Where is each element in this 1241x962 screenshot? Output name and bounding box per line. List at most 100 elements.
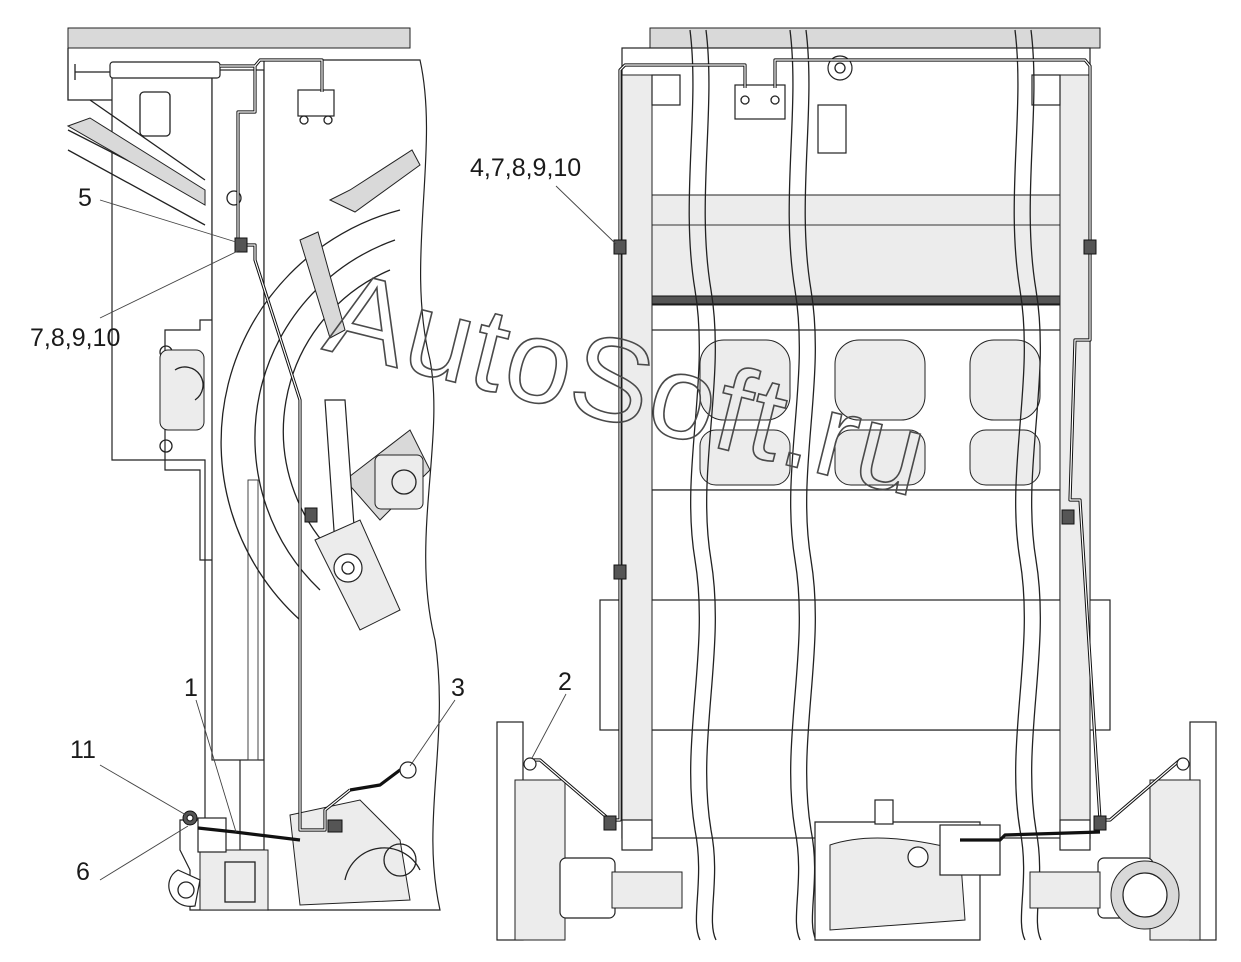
right-post-left [621, 74, 653, 836]
left-lower-bolt [383, 843, 417, 877]
callout-4-7-8-9-10: 4,7,8,9,10 [470, 154, 581, 182]
left-top-rod [74, 64, 110, 80]
right-valve-port-1 [740, 95, 750, 105]
left-mount-lug-bore [177, 881, 195, 899]
right-fitting-2 [523, 757, 537, 771]
leader-11 [99, 764, 187, 816]
break-line-3 [788, 29, 801, 941]
right-right-gear-hub [1122, 872, 1168, 918]
callout-3: 3 [451, 674, 465, 702]
left-actuator-eye [333, 553, 363, 583]
left-lower-bracket [289, 799, 411, 906]
left-rail-bolt-1 [226, 190, 242, 206]
callout-6: 6 [76, 858, 90, 886]
left-wheel-rim-outer [220, 209, 401, 621]
leader-7-8-9-10 [99, 249, 241, 319]
right-top-bracket [817, 104, 847, 154]
right-lower-body [599, 599, 1111, 731]
right-brake-pipe-left-core [530, 64, 746, 821]
leader-3 [409, 699, 456, 767]
right-top-plate [649, 27, 1101, 49]
callout-2: 2 [558, 668, 572, 696]
break-line-2 [704, 29, 717, 941]
right-left-drum [559, 857, 616, 919]
right-right-shaft [1029, 871, 1101, 909]
right-fitting-right [1176, 757, 1190, 771]
right-left-brake-body [514, 779, 566, 941]
left-knuckle [159, 349, 205, 431]
left-pipe-clamp-upper [234, 237, 248, 253]
right-brake-pipe-right-core [774, 59, 1185, 821]
left-top-cylinder [109, 61, 221, 79]
right-window-3 [969, 339, 1041, 421]
right-clamp-left-lower [613, 564, 627, 580]
leader-5 [99, 199, 237, 243]
right-clamp-right-lower [1061, 509, 1075, 525]
right-top-valve [734, 84, 786, 120]
left-brake-pipe-lower [197, 826, 301, 842]
left-mount-lug [168, 869, 201, 907]
left-hub-bore [391, 469, 417, 495]
left-panel-slot [139, 91, 171, 137]
right-clamp-right-foot [1093, 815, 1107, 831]
right-diff-plug [907, 846, 929, 868]
right-window-5 [834, 429, 926, 486]
left-fitting-3 [399, 761, 417, 779]
right-window-2 [834, 339, 926, 421]
left-brake-pipe-core [220, 59, 351, 831]
right-window-1 [699, 339, 791, 421]
left-frame-bolt-2 [159, 439, 173, 453]
right-post-left-foot [621, 819, 653, 851]
left-arm-upper [328, 149, 421, 213]
left-valve-block [199, 849, 269, 911]
left-fitting-11-hole [186, 814, 194, 822]
right-clamp-left-upper [613, 239, 627, 255]
left-valve-face [224, 861, 256, 903]
right-valve-port-2 [770, 95, 780, 105]
leader-1 [195, 699, 237, 833]
left-pipe-clamp-middle [304, 507, 318, 523]
left-fitting-block [197, 817, 227, 853]
callouts: 5 7,8,9,10 1 11 6 3 4,7,8,9,10 2 [30, 154, 617, 886]
right-clamp-right-upper [1083, 239, 1097, 255]
right-window-4 [699, 429, 791, 486]
right-diff-valve [939, 824, 1001, 876]
left-lower-arc [344, 847, 421, 881]
left-pipe-clamp-lower [327, 819, 343, 833]
break-line-4 [804, 29, 817, 941]
left-side-view [66, 27, 441, 911]
left-hub-block [374, 454, 424, 510]
right-upper-crossmember [651, 194, 1061, 306]
leader-6 [99, 825, 189, 881]
left-actuator-pin [341, 561, 355, 575]
right-top-block-left [651, 74, 681, 106]
left-top-bracket [67, 48, 120, 101]
right-post-right-foot [1059, 819, 1091, 851]
left-top-plate [67, 27, 411, 49]
leader-2 [531, 693, 567, 759]
right-left-shaft [611, 871, 683, 909]
callout-5: 5 [78, 184, 92, 212]
right-top-eye [827, 55, 853, 81]
left-valve-bolt-2 [323, 115, 333, 125]
callout-11: 11 [70, 736, 96, 764]
right-brake-pipe-diff [960, 830, 1101, 842]
right-diff-top [874, 799, 894, 825]
right-top-block-right [1031, 74, 1061, 106]
right-window-6 [969, 429, 1041, 486]
callout-1: 1 [184, 674, 198, 702]
left-knuckle-arc [174, 366, 204, 401]
callout-7-8-9-10: 7,8,9,10 [30, 324, 120, 352]
right-top-eye-bore [834, 62, 846, 74]
left-rail-channel [247, 479, 259, 761]
break-line-1 [688, 29, 701, 941]
left-arm-vertical [299, 231, 346, 339]
left-strut-shade [66, 117, 206, 206]
left-top-valve [297, 89, 335, 117]
leader-4-7-8-9-10 [555, 185, 617, 245]
right-front-view [496, 27, 1217, 941]
right-clamp-left-foot [603, 815, 617, 831]
left-wheel-rim-inner [254, 239, 396, 591]
right-post-right [1059, 74, 1091, 836]
